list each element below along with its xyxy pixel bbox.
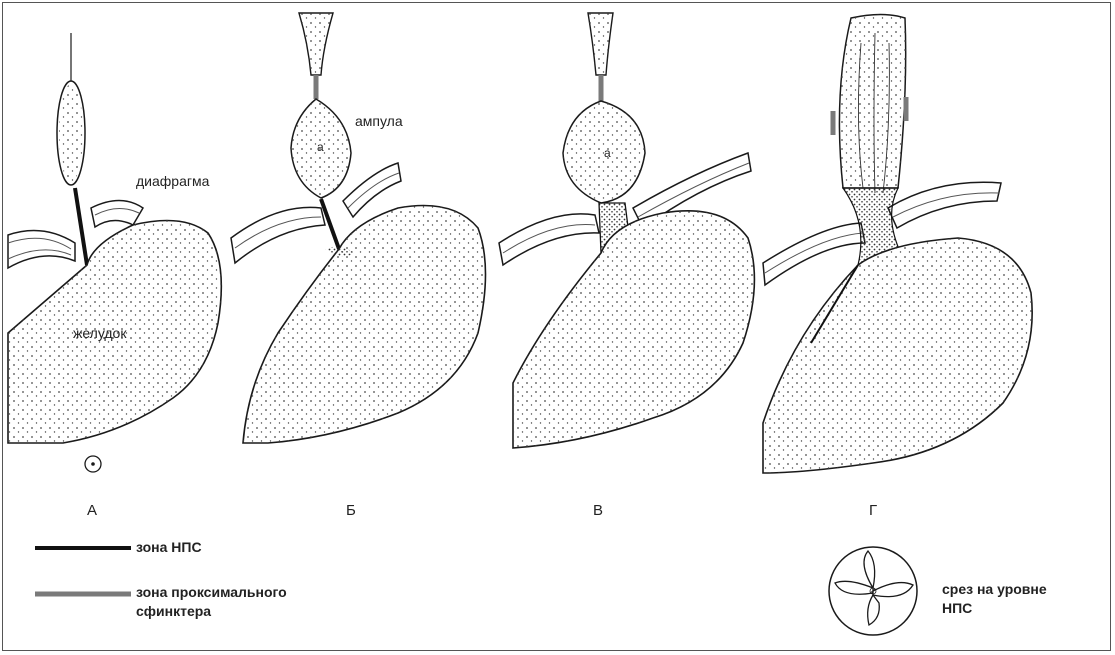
panel-b [231, 13, 486, 443]
diaphragm-right [91, 201, 143, 228]
panel-c [499, 13, 754, 448]
panel-d [763, 15, 1032, 474]
panel-letter-a: А [87, 502, 97, 519]
section-label-2: НПС [942, 599, 972, 618]
panel-letter-d: Г [869, 502, 877, 519]
label-ampulla-c: а [604, 146, 611, 160]
legend-proximal-label-2: сфинктера [136, 602, 211, 621]
diaphragm-left [8, 231, 75, 269]
label-ampulla-b: а [317, 140, 324, 154]
label-ampulla: ампула [355, 113, 403, 129]
label-diaphragm: диафрагма [136, 173, 209, 189]
panel-letter-b: Б [346, 502, 356, 519]
panel-letter-c: В [593, 502, 603, 519]
les-zone-line [75, 188, 87, 265]
legend-proximal-label-1: зона проксимального [136, 583, 287, 602]
label-stomach: желудок [73, 325, 126, 341]
section-diagram [829, 547, 917, 635]
panel-a [8, 33, 221, 472]
section-label-1: срез на уровне [942, 580, 1047, 599]
legend-les-label: зона НПС [136, 538, 202, 557]
